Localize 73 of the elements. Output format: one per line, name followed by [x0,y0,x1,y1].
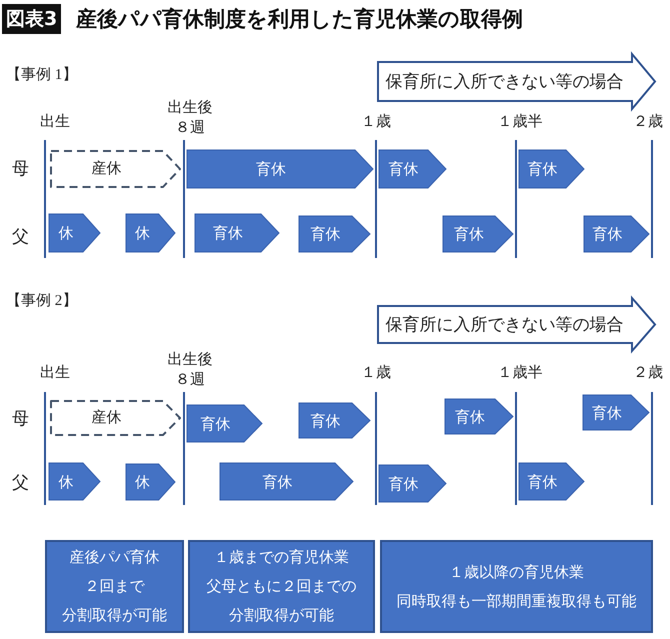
box-text: 産後パパ育休 [70,547,160,568]
box-text: 同時取得も一部期間重複取得も可能 [396,590,636,612]
leave-period-bar [187,150,373,188]
leave-label: 育休 [592,402,622,422]
case-heading: 【事例 1】 [6,66,78,84]
leave-period-bar [443,216,513,252]
box-text: 父母ともに２回までの [206,576,356,597]
leave-label: 保育所に入所できない等の場合 [386,72,624,92]
leave-label: 育休 [200,414,230,434]
box-text: 分割取得が可能 [229,605,334,626]
leave-period-bar [519,463,584,500]
leave-label: 休 [58,223,74,243]
leave-period-bar [299,403,370,438]
time-label: ２歳 [632,364,664,382]
leave-label: 育休 [528,472,558,492]
box-text: 分割取得が可能 [62,605,167,626]
title: 産後パパ育休制度を利用した育児休業の取得例 [76,6,523,33]
banner-shape [377,53,656,110]
row-label: 母 [12,410,29,428]
leave-period-bar [126,214,175,252]
leave-label: 育休 [310,410,340,430]
leave-label: 育休 [262,472,292,492]
box-text: １歳までの育児休業 [214,547,349,568]
leave-label: 育休 [310,224,340,244]
leave-period-bar [50,150,181,188]
time-label: １歳半 [496,364,544,382]
leave-label: 育休 [256,159,286,179]
leave-label: 産休 [92,159,122,179]
time-label: １歳半 [496,113,544,131]
time-label: １歳 [360,113,392,131]
row-label: 母 [12,160,29,178]
leave-period-bar [584,216,649,252]
leave-label: 育休 [528,159,558,179]
leave-label: 休 [134,223,150,243]
leave-label: 産休 [92,408,122,428]
leave-period-bar [379,150,446,188]
box-text: １歳以降の育児休業 [449,562,584,582]
leave-period-bar [519,150,584,188]
time-label: １歳 [360,364,392,382]
info-box [45,540,184,633]
leave-period-bar [299,216,370,252]
leave-label: 育休 [592,224,622,244]
leave-label: 育休 [388,474,418,494]
leave-period-bar [195,214,279,252]
info-box [380,540,653,633]
leave-label: 休 [134,472,150,492]
time-label: 出生後８週 [167,98,213,138]
leave-period-bar [126,464,175,500]
leave-label: 育休 [455,406,485,426]
leave-period-bar [187,405,262,442]
info-box [188,540,375,633]
leave-period-bar [49,214,100,252]
leave-period-bar [50,400,181,436]
time-label: 出生 [39,113,71,131]
leave-label: 育休 [213,223,243,243]
figure-badge: 図表3 [2,4,62,34]
time-label: ２歳 [632,113,664,131]
leave-label: 育休 [388,159,418,179]
time-label: 出生後８週 [167,350,213,390]
leave-period-bar [445,399,513,434]
leave-period-bar [583,395,649,430]
leave-label: 休 [58,472,74,492]
leave-period-bar [379,465,446,502]
row-label: 父 [12,474,29,492]
leave-period-bar [49,463,100,500]
leave-label: 育休 [454,224,484,244]
time-label: 出生 [39,364,71,382]
banner-shape [377,297,656,352]
case-heading: 【事例 2】 [6,292,78,310]
leave-period-bar [220,463,353,500]
row-label: 父 [12,228,29,246]
box-text: ２回まで [84,576,144,597]
leave-label: 保育所に入所できない等の場合 [386,314,624,334]
